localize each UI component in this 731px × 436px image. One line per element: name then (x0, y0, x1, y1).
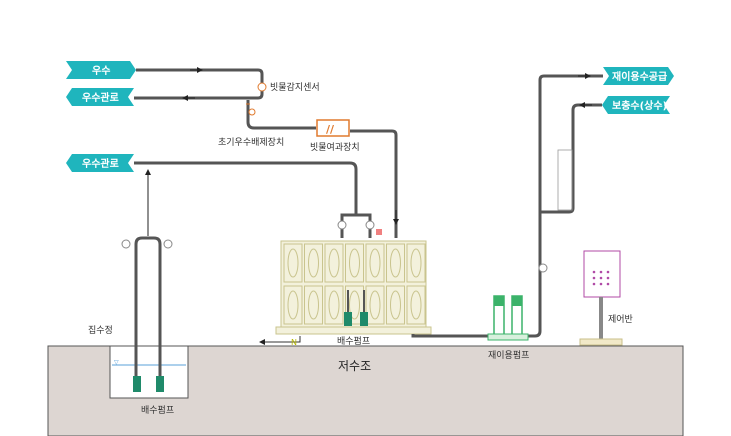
tank-panel (386, 285, 405, 325)
reuse-pumps (487, 295, 529, 341)
panel-indicator-icon (606, 282, 610, 286)
tank-panel (283, 243, 303, 283)
tank-panel-detail (390, 290, 401, 320)
svg-text:초기우수배제장치: 초기우수배제장치 (218, 136, 284, 148)
control-panel[interactable] (579, 250, 623, 346)
svg-text:우수관로: 우수관로 (82, 157, 119, 170)
svg-text:보충수(상수): 보충수(상수) (612, 99, 667, 112)
pipe-filter-to-tank (350, 129, 398, 238)
tank-panel (324, 285, 344, 325)
tank-panel (365, 285, 385, 325)
tag-reuse-supply[interactable]: 재이용수공급 (603, 67, 674, 85)
svg-text:제어반: 제어반 (608, 314, 633, 325)
pressure-gauge-icon (538, 263, 548, 273)
panel-indicator-icon (606, 276, 610, 280)
svg-text://: // (326, 123, 335, 136)
tank-panel (345, 243, 364, 283)
storage-tank (275, 240, 432, 335)
svg-text:집수정: 집수정 (88, 324, 113, 336)
tank-panel-detail (410, 248, 422, 278)
tank-panel-detail (287, 290, 299, 320)
tank-panel (304, 243, 323, 283)
svg-text:빗물여과장치: 빗물여과장치 (310, 141, 360, 153)
svg-text:N: N (291, 338, 297, 347)
tank-panel (386, 243, 405, 283)
tank-panel (324, 243, 344, 283)
tank-panel-detail (390, 248, 401, 278)
tank-panel (406, 285, 426, 325)
makeup-bypass (557, 149, 573, 211)
svg-text:우수관로: 우수관로 (82, 91, 119, 104)
pipe-makeup (540, 103, 602, 214)
tank-panel (304, 285, 323, 325)
svg-text:빗물감지센서: 빗물감지센서 (270, 81, 320, 93)
svg-text:우수: 우수 (92, 65, 110, 77)
pressure-gauge-icon (365, 220, 375, 230)
pipe-to-filter (246, 100, 316, 130)
tag-storm-drain-2[interactable]: 우수관로 (66, 154, 134, 172)
tank-panel-detail (349, 290, 360, 320)
tag-storm-drain-1[interactable]: 우수관로 (66, 88, 134, 106)
tank-panel-detail (328, 248, 340, 278)
svg-text:▽: ▽ (114, 359, 119, 366)
panel-indicator-icon (592, 270, 596, 274)
tank-panel-detail (308, 248, 319, 278)
svg-text:배수펌프: 배수펌프 (141, 404, 174, 416)
pressure-gauge-icon (163, 239, 173, 249)
panel-indicator-icon (599, 282, 603, 286)
tank-panel-detail (328, 290, 340, 320)
pipe-tank-to-reuse-pump (411, 74, 603, 338)
tank-drain-pumps (344, 290, 368, 326)
sump-drain-pumps (133, 376, 164, 392)
svg-text:배수펌프: 배수펌프 (337, 335, 370, 347)
tank-panel (406, 243, 426, 283)
panel-indicator-icon (592, 276, 596, 280)
sump-pit (109, 345, 189, 399)
tank-panel-detail (369, 248, 381, 278)
svg-text:재이용수공급: 재이용수공급 (612, 70, 667, 83)
pipe-rain-in (134, 68, 264, 100)
pipe-sump-riser (134, 236, 162, 384)
rain-sensor-icon (257, 82, 267, 92)
tank-panel (365, 243, 385, 283)
panel-indicator-icon (599, 276, 603, 280)
tank-panel-detail (410, 290, 422, 320)
svg-text:재이용펌프: 재이용펌프 (488, 349, 529, 361)
tank-panel-detail (308, 290, 319, 320)
level-sensor-icon (376, 229, 382, 235)
panel-indicator-icon (592, 282, 596, 286)
first-flush-valve-icon (246, 103, 256, 116)
tag-makeup-water[interactable]: 보충수(상수) (602, 96, 670, 114)
tag-rain-in[interactable]: 우수 (66, 61, 136, 79)
svg-text:저수조: 저수조 (338, 359, 371, 373)
tank-panel-detail (287, 248, 299, 278)
pressure-gauge-icon (121, 239, 131, 249)
pipe-storm-drain (134, 161, 372, 238)
pressure-gauge-icon (337, 220, 347, 230)
tank-panel-detail (349, 248, 360, 278)
tank-panel (283, 285, 303, 325)
rain-filter-icon (316, 119, 350, 137)
panel-indicator-icon (606, 270, 610, 274)
tank-panel-detail (369, 290, 381, 320)
panel-indicator-icon (599, 270, 603, 274)
